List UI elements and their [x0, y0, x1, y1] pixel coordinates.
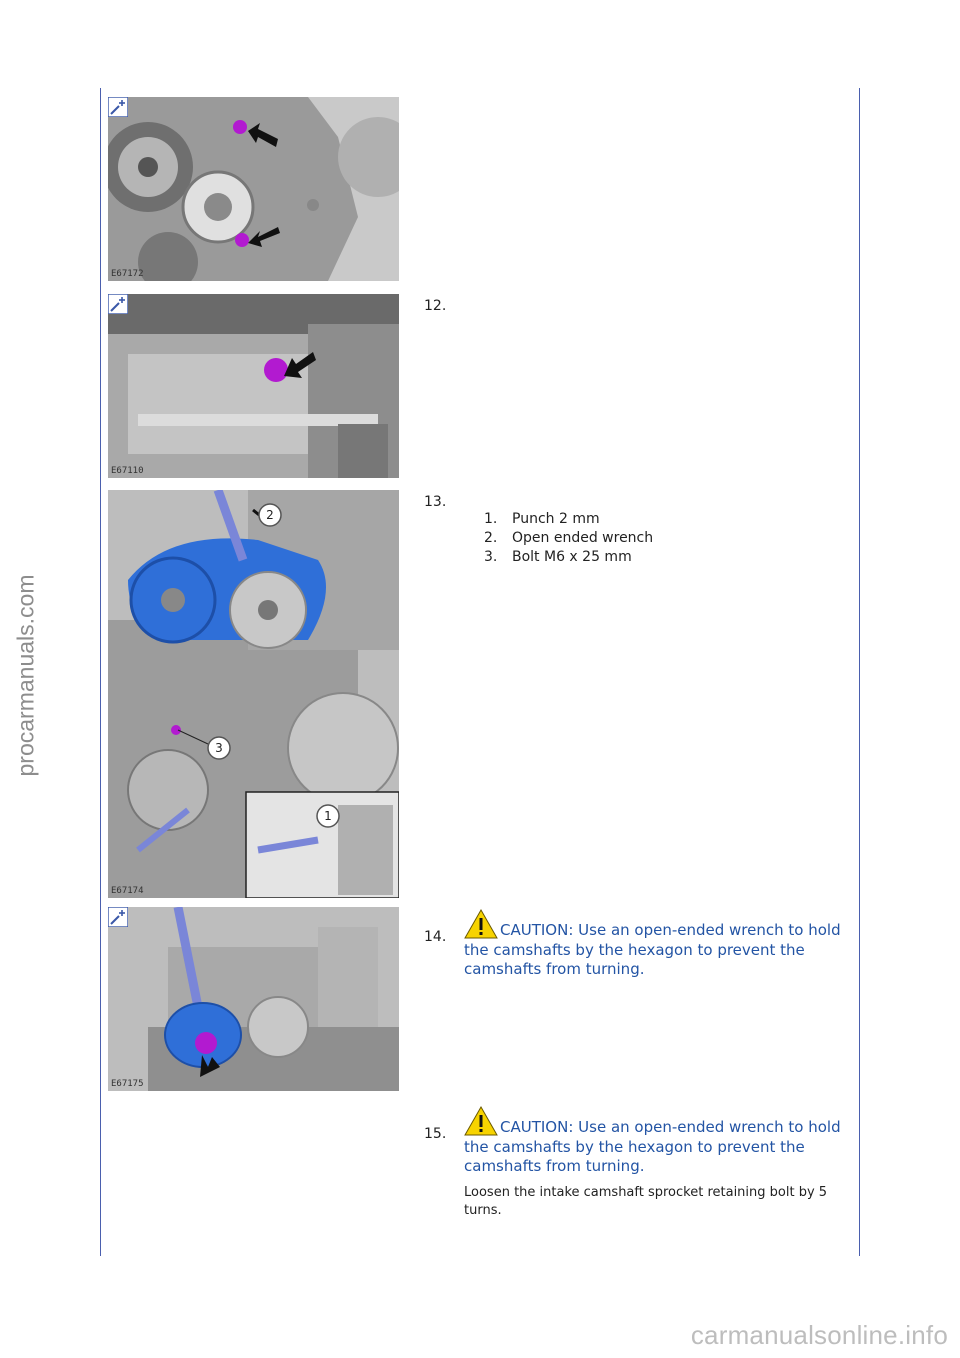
- callout-3: 3: [215, 741, 223, 755]
- caution-note: CAUTION: Use an open-ended wrench to hol…: [464, 1106, 844, 1177]
- step-15-instruction: Loosen the intake camshaft sprocket reta…: [464, 1185, 828, 1218]
- callout-2: 2: [266, 508, 274, 522]
- figure-e67110: E67110: [108, 294, 399, 478]
- zoom-in-icon[interactable]: [108, 294, 128, 314]
- figure-e67174: 2 3 1 E67174: [108, 490, 399, 898]
- step-number-12: 12.: [424, 298, 447, 314]
- figure-e67172: E67172: [108, 97, 399, 281]
- callout-1: 1: [324, 809, 332, 823]
- step-number-14: 14.: [424, 929, 447, 945]
- left-margin-rule: [100, 88, 101, 1256]
- zoom-in-icon[interactable]: [108, 97, 128, 117]
- warning-triangle-icon: [464, 1106, 498, 1136]
- figure-e67175: E67175: [108, 907, 399, 1091]
- bottom-watermark: carmanualsonline.info: [690, 1320, 948, 1350]
- side-watermark: procarmanuals.com: [12, 574, 39, 776]
- zoom-in-icon[interactable]: [108, 907, 128, 927]
- list-item: 3.Bolt M6 x 25 mm: [484, 549, 632, 565]
- warning-triangle-icon: [464, 909, 498, 939]
- step-number-15: 15.: [424, 1126, 447, 1142]
- caution-note: CAUTION: Use an open-ended wrench to hol…: [464, 909, 844, 980]
- list-item: 1.Punch 2 mm: [484, 511, 600, 527]
- right-margin-rule: [859, 88, 860, 1256]
- list-item: 2.Open ended wrench: [484, 530, 654, 546]
- step-13-list: 1.Punch 2 mm 2.Open ended wrench 3.Bolt …: [484, 510, 653, 567]
- step-number-13: 13.: [424, 494, 447, 510]
